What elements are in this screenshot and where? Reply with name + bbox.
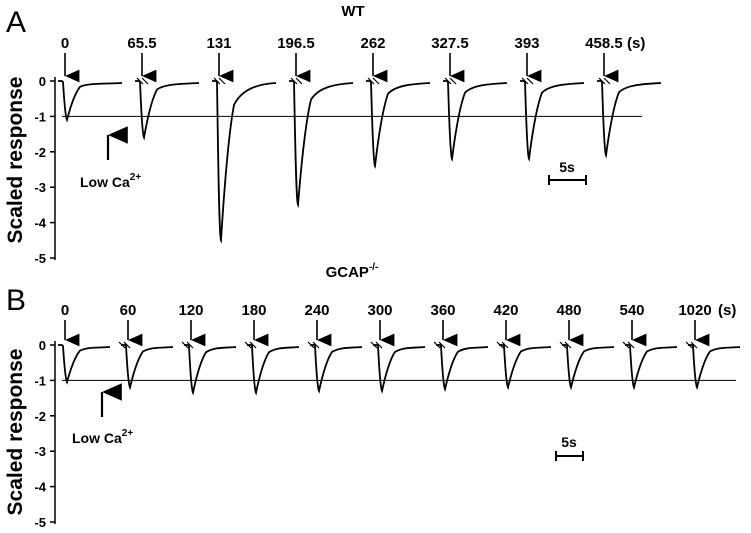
panel-b-time-label: 540: [619, 302, 644, 319]
panel-b-time-labels: 0 60 120 180 240 300 360 420 480 540 1020 (s): [61, 302, 736, 347]
panel-a-traces: [58, 77, 662, 244]
panel-a-time-label: 196.5: [277, 35, 315, 52]
panel-a: A WT Scaled response 0 -1 -2 -3 -4 -5 0 65.5 13…: [4, 3, 662, 266]
panel-a-low-ca-label: Low Ca2+: [80, 172, 141, 190]
panel-b-trace: [310, 344, 363, 394]
panel-b-axis-break: [438, 341, 446, 349]
panel-b-trace: [184, 344, 237, 396]
panel-b-time-label: 180: [241, 302, 266, 319]
panel-b-trace: [58, 344, 111, 385]
panel-b-axis-break: [249, 341, 257, 349]
panel-a-trace: [135, 80, 200, 141]
panel-a-time-label: 458.5: [585, 35, 623, 52]
panel-b-axis-break: [627, 341, 635, 349]
panel-b-time-label: 480: [556, 302, 581, 319]
panel-a-title: WT: [341, 3, 364, 20]
panel-b-y-axis: 0 -1 -2 -3 -4 -5: [34, 338, 56, 530]
panel-a-y-tick-label: -2: [34, 145, 46, 160]
panel-b-axis-break: [501, 341, 509, 349]
panel-b-y-tick-label: -5: [34, 515, 46, 530]
panel-b: B GCAP-/- Scaled response 0 -1 -2 -3 -4 -5 0 6…: [4, 262, 741, 530]
panel-a-y-tick-label: -1: [34, 109, 46, 124]
panel-a-ylabel: Scaled response: [4, 77, 27, 244]
panel-a-y-tick-label: 0: [39, 74, 46, 89]
panel-a-letter: A: [6, 6, 26, 39]
panel-a-time-label: 65.5: [127, 35, 156, 52]
panel-b-time-label: 300: [367, 302, 392, 319]
panel-b-time-unit: (s): [718, 302, 736, 319]
panel-a-trace: [597, 80, 662, 159]
panel-a-time-unit: (s): [627, 35, 645, 52]
panel-b-title: GCAP-/-: [326, 262, 379, 281]
panel-b-trace: [373, 344, 426, 394]
panel-b-axis-break: [690, 341, 698, 349]
panel-b-traces: [58, 341, 741, 396]
panel-a-trace: [366, 80, 431, 170]
panel-b-axis-break: [312, 341, 320, 349]
panel-b-ylabel: Scaled response: [4, 349, 27, 516]
panel-b-trace: [436, 344, 489, 392]
panel-a-trace: [212, 80, 277, 244]
panel-b-time-label: 0: [61, 302, 69, 319]
panel-b-time-label: 240: [304, 302, 329, 319]
panel-b-y-tick-label: -1: [34, 373, 46, 388]
panel-b-trace: [247, 344, 300, 396]
panel-b-axis-break: [375, 341, 383, 349]
panel-b-trace: [625, 344, 678, 391]
panel-b-axis-break: [186, 341, 194, 349]
panel-b-time-label: 120: [178, 302, 203, 319]
panel-b-scale-bar-label: 5s: [561, 434, 577, 450]
panel-b-y-tick-label: -2: [34, 409, 46, 424]
panel-a-time-label: 327.5: [431, 35, 469, 52]
panel-b-y-tick-label: -4: [34, 480, 46, 495]
panel-b-low-ca-label: Low Ca2+: [72, 428, 133, 446]
panel-b-trace: [121, 344, 174, 391]
panel-a-time-label: 262: [360, 35, 385, 52]
panel-b-y-tick-label: -3: [34, 444, 46, 459]
panel-b-axis-break: [564, 341, 572, 349]
panel-a-y-axis: 0 -1 -2 -3 -4 -5: [34, 74, 56, 266]
panel-b-trace: [688, 344, 741, 391]
panel-b-axis-break: [123, 341, 131, 349]
panel-b-time-label: 360: [430, 302, 455, 319]
panel-a-time-labels: 0 65.5 131 196.5 262 327.5 393 458.5(s): [61, 35, 645, 83]
panel-b-letter: B: [6, 284, 26, 317]
panel-a-scale-bar-label: 5s: [559, 159, 575, 175]
panel-b-time-label: 1020: [678, 302, 711, 319]
panel-a-y-tick-label: -3: [34, 180, 46, 195]
panel-b-time-label: 420: [493, 302, 518, 319]
panel-a-time-label: 131: [206, 35, 231, 52]
panel-b-trace: [499, 344, 552, 391]
panel-a-time-label: 0: [61, 35, 69, 52]
panel-a-trace: [58, 80, 123, 123]
panel-a-time-label: 393: [514, 35, 539, 52]
panel-a-y-tick-label: -4: [34, 216, 46, 231]
panel-a-y-tick-label: -5: [34, 251, 46, 266]
panel-a-trace: [520, 80, 585, 162]
panel-a-trace: [443, 80, 508, 162]
panel-b-time-label: 60: [120, 302, 137, 319]
panel-b-trace: [562, 344, 615, 391]
panel-a-trace: [289, 80, 354, 209]
panel-b-y-tick-label: 0: [39, 338, 46, 353]
